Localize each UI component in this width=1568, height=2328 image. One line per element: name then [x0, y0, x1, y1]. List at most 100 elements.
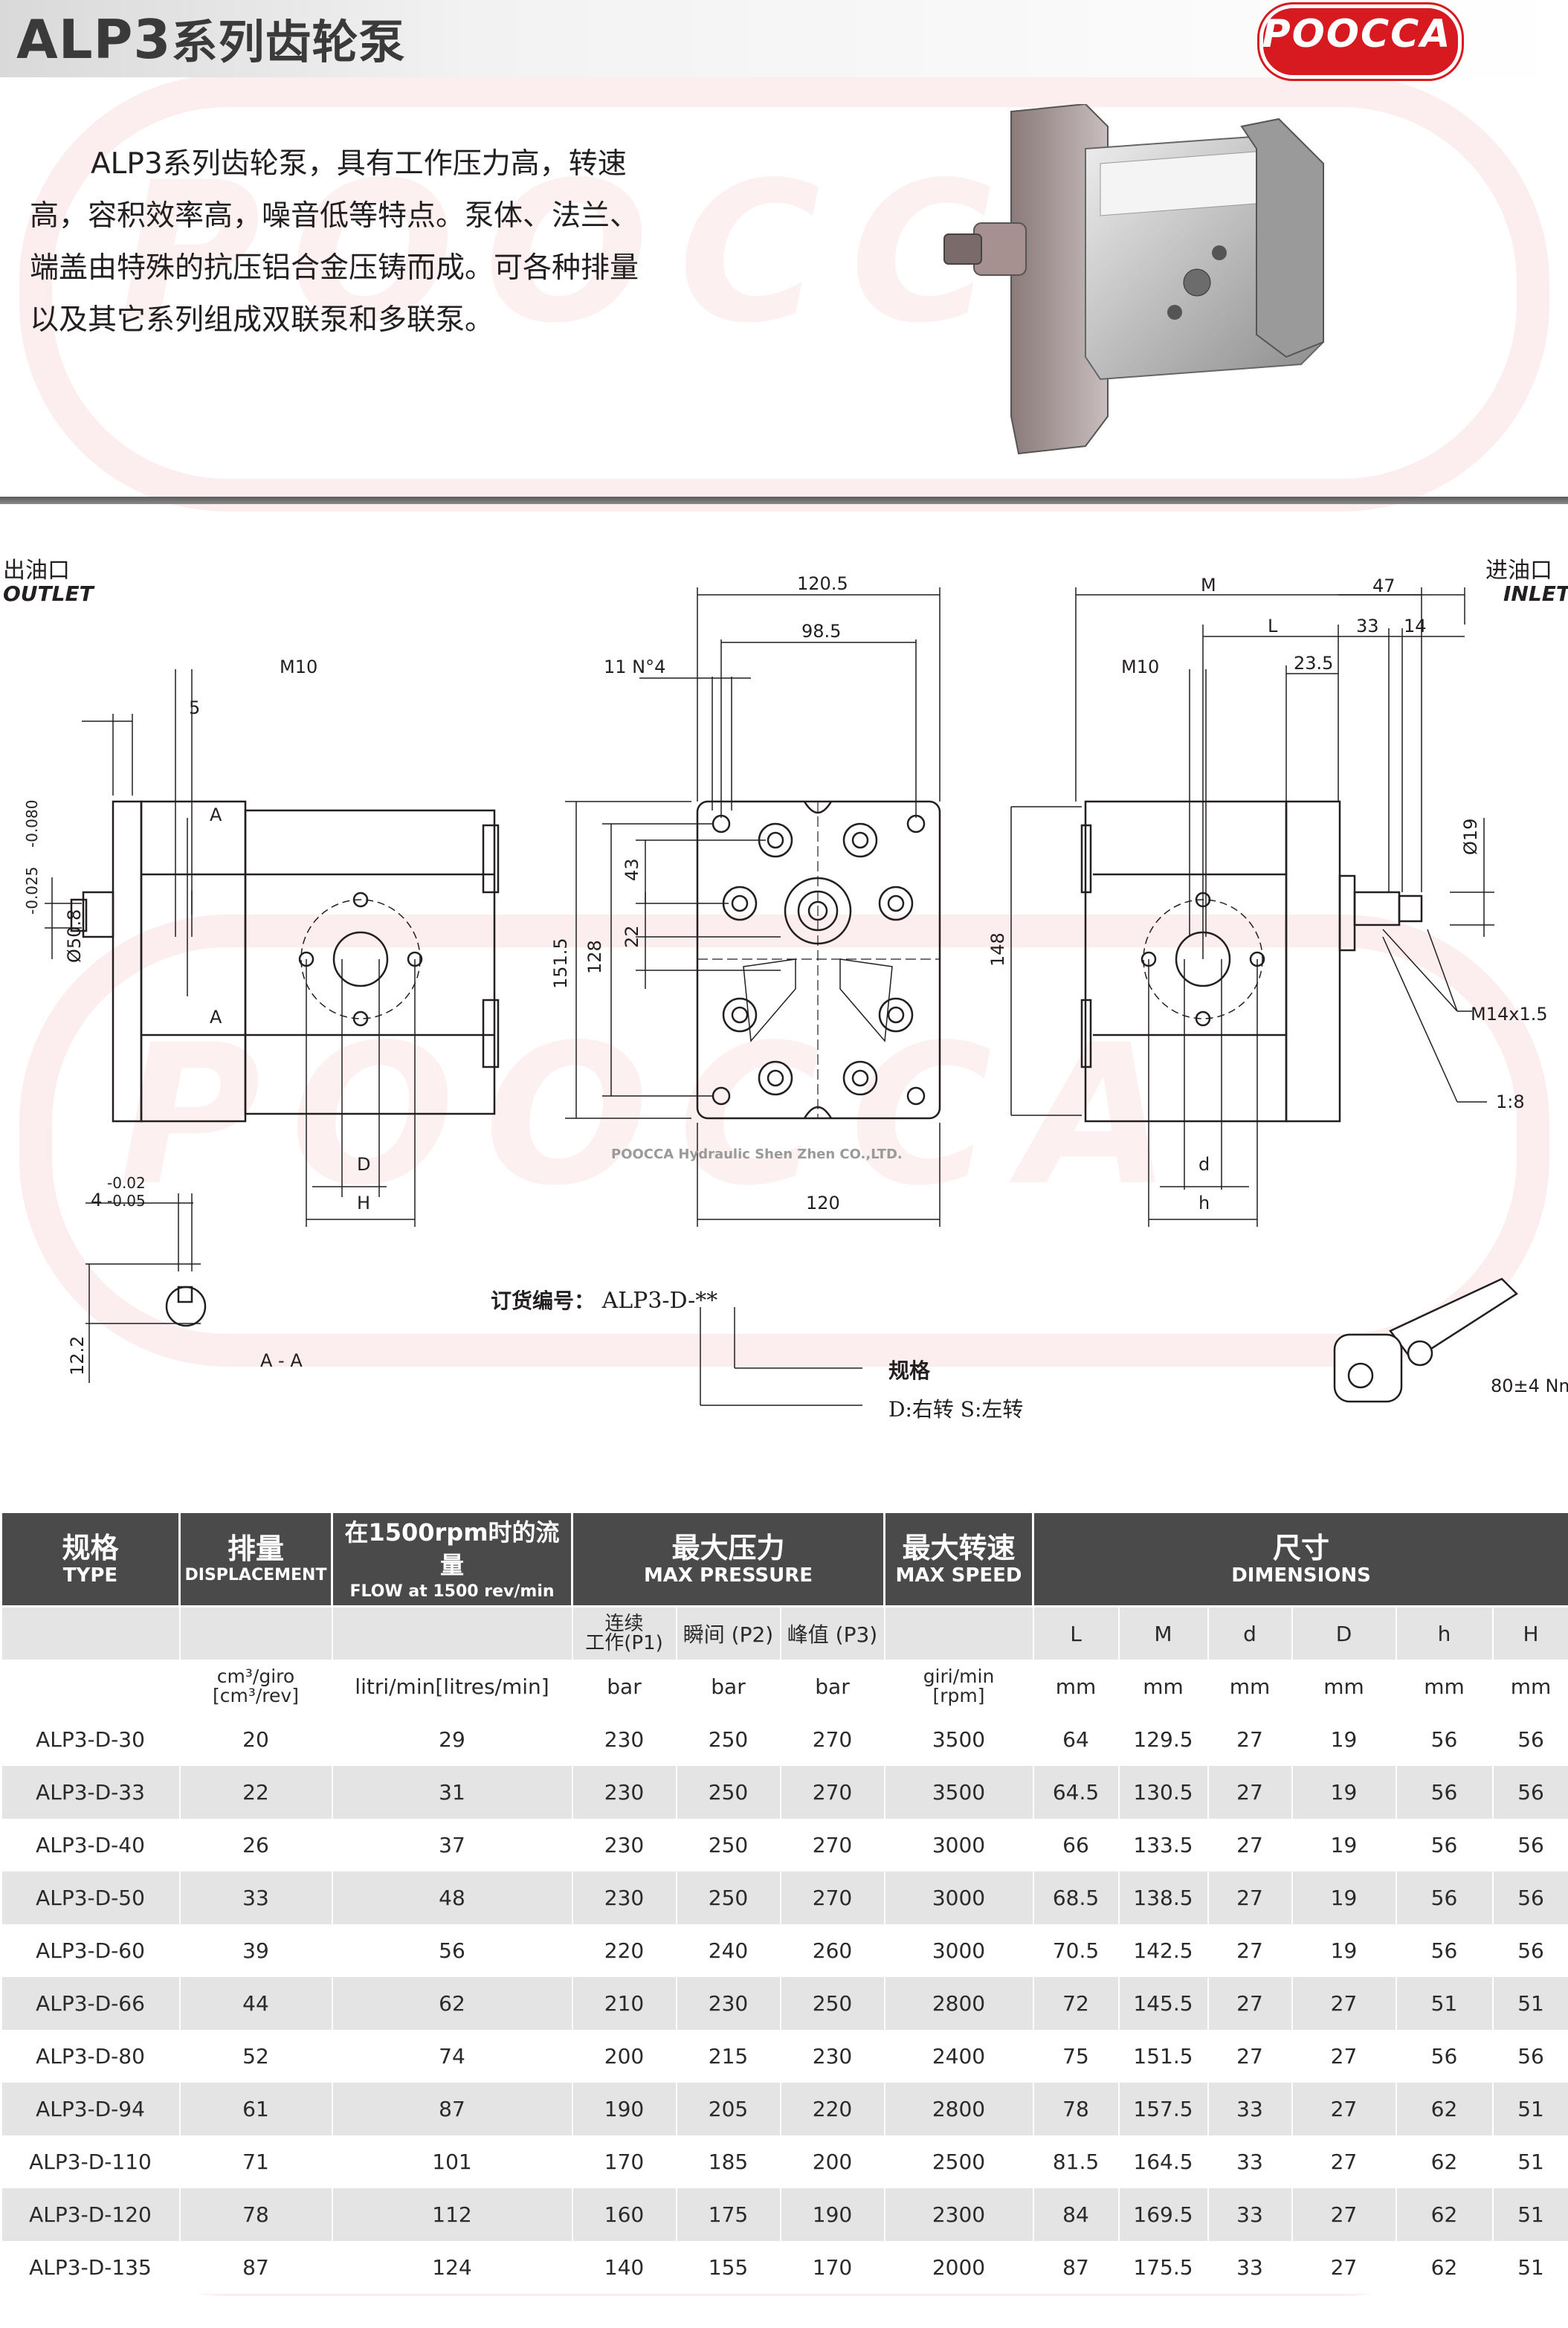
table-cell: 2000	[883, 2241, 1034, 2294]
table-cell: 160	[571, 2188, 677, 2241]
table-cell: 3000	[883, 1819, 1034, 1871]
table-cell: 27	[1207, 1819, 1293, 1871]
dim-shaft-dia: Ø50.8	[64, 909, 85, 963]
outlet-label-en: OUTLET	[3, 581, 94, 606]
table-cell: 240	[675, 1924, 781, 1977]
table-cell: 164.5	[1117, 2135, 1209, 2188]
table-cell: 29	[331, 1713, 573, 1766]
table-cell: 157.5	[1117, 2083, 1209, 2135]
table-cell: 75	[1032, 2030, 1120, 2083]
table-cell: 175	[675, 2188, 781, 2241]
table-cell: 27	[1291, 2135, 1397, 2188]
table-cell: 56	[1491, 1819, 1568, 1871]
pump-photo	[943, 104, 1324, 455]
table-cell: 230	[571, 1871, 677, 1924]
table-cell: 260	[779, 1924, 885, 1977]
table-cell: 56	[1395, 1819, 1494, 1871]
sub-p1: 连续工作(P1)	[571, 1606, 677, 1660]
table-cell: 250	[779, 1977, 885, 2030]
unit-bar-p2: bar	[675, 1660, 781, 1713]
dim-shaft-tol-a: -0.025	[23, 867, 41, 915]
table-cell: 19	[1291, 1924, 1397, 1977]
table-cell: 56	[331, 1924, 573, 1977]
table-cell: 200	[571, 2030, 677, 2083]
order-code-line: 订货编号： ALP3-D-**	[491, 1285, 717, 1315]
order-rotation-label: D:右转 S:左转	[888, 1397, 1024, 1422]
table-cell: 51	[1491, 2135, 1568, 2188]
table-cell: 56	[1491, 2030, 1568, 2083]
table-cell: ALP3-D-94	[0, 2083, 181, 2135]
table-cell: 84	[1032, 2188, 1120, 2241]
order-label: 订货编号：	[491, 1289, 596, 1313]
table-cell: 31	[331, 1766, 573, 1819]
table-cell: 52	[178, 2030, 333, 2083]
table-cell: 62	[331, 1977, 573, 2030]
sub-p3: 峰值 (P3)	[779, 1606, 885, 1660]
table-cell: ALP3-D-135	[0, 2241, 181, 2294]
table-cell: 27	[1207, 2030, 1293, 2083]
table-cell: 133.5	[1117, 1819, 1209, 1871]
table-cell: 51	[1395, 1977, 1494, 2030]
table-cell: 190	[779, 2188, 885, 2241]
table-cell: 51	[1491, 2083, 1568, 2135]
table-cell: 140	[571, 2241, 677, 2294]
table-cell: 230	[675, 1977, 781, 2030]
table-cell: 169.5	[1117, 2188, 1209, 2241]
table-cell: 19	[1291, 1766, 1397, 1819]
dim-d19: Ø19	[1460, 819, 1481, 855]
table-cell: 230	[571, 1819, 677, 1871]
table-cell: 138.5	[1117, 1871, 1209, 1924]
dim-h-left: H	[357, 1193, 370, 1213]
table-cell: ALP3-D-80	[0, 2030, 181, 2083]
table-cell: 81.5	[1032, 2135, 1120, 2188]
table-cell: 56	[1395, 1713, 1494, 1766]
table-units-row: cm³/giro[cm³/rev] litri/min[litres/min] …	[0, 1660, 1568, 1713]
table-cell: 142.5	[1117, 1924, 1209, 1977]
table-cell: 170	[571, 2135, 677, 2188]
table-cell: 129.5	[1117, 1713, 1209, 1766]
table-cell: 22	[178, 1766, 333, 1819]
table-cell: 210	[571, 1977, 677, 2030]
inlet-label-en: INLET	[1503, 581, 1568, 606]
table-cell: 230	[571, 1766, 677, 1819]
table-cell: 56	[1491, 1713, 1568, 1766]
torque-wrench-icon	[1333, 1277, 1518, 1403]
table-cell: 124	[331, 2241, 573, 2294]
table-cell: 68.5	[1032, 1871, 1120, 1924]
table-cell: 33	[1207, 2135, 1293, 2188]
table-cell: ALP3-D-50	[0, 1871, 181, 1924]
table-cell: 155	[675, 2241, 781, 2294]
dim-m: M	[1201, 575, 1216, 596]
unit-mm-d: mm	[1207, 1660, 1293, 1713]
table-cell: 87	[1032, 2241, 1120, 2294]
table-cell: 230	[779, 2030, 885, 2083]
dim-151-5: 151.5	[550, 938, 571, 989]
dim-5: 5	[189, 697, 200, 718]
table-cell: 48	[331, 1871, 573, 1924]
unit-flow: litri/min[litres/min]	[331, 1660, 573, 1713]
sub-p2: 瞬间 (P2)	[675, 1606, 781, 1660]
table-cell: 2800	[883, 2083, 1034, 2135]
table-cell: 78	[1032, 2083, 1120, 2135]
table-cell: 27	[1207, 1977, 1293, 2030]
table-cell: 2800	[883, 1977, 1034, 2030]
unit-displacement: cm³/giro[cm³/rev]	[178, 1660, 333, 1713]
table-cell: ALP3-D-110	[0, 2135, 181, 2188]
table-cell: 37	[331, 1819, 573, 1871]
sub-H: H	[1491, 1606, 1568, 1660]
dim-148: 148	[987, 932, 1008, 967]
table-cell: 27	[1291, 2188, 1397, 2241]
table-cell: ALP3-D-40	[0, 1819, 181, 1871]
dim-m10-left: M10	[280, 657, 317, 677]
page-title: ALP3系列齿轮泵	[16, 4, 405, 71]
table-cell: ALP3-D-33	[0, 1766, 181, 1819]
